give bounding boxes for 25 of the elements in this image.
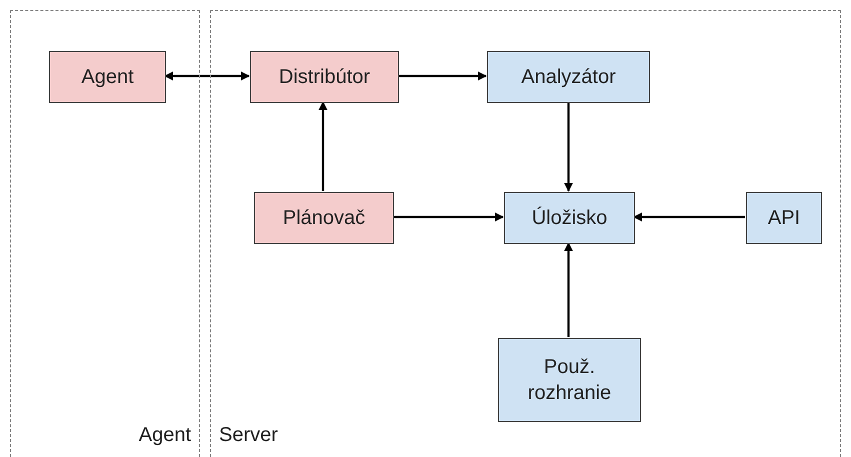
component-label: Úložisko — [532, 206, 608, 231]
component-label: Použ. rozhranie — [526, 355, 612, 406]
arrow — [398, 72, 487, 80]
component-box — [49, 51, 166, 103]
component-box — [504, 192, 635, 244]
arrow — [564, 102, 573, 192]
component-label: Plánovač — [282, 206, 366, 231]
component-box — [254, 192, 394, 244]
arrow — [164, 72, 250, 80]
component-box — [250, 51, 399, 103]
component-box — [487, 51, 650, 103]
arrow — [393, 212, 504, 222]
group-label: Agent — [138, 424, 191, 447]
group-frame — [210, 10, 841, 457]
arrow — [564, 242, 573, 337]
component-label: Agent — [81, 65, 134, 90]
arrow — [318, 101, 328, 191]
component-box — [746, 192, 822, 244]
component-label: Analyzátor — [521, 65, 616, 90]
group-label: Server — [219, 424, 278, 447]
arrow — [633, 212, 745, 222]
component-label: API — [768, 206, 800, 231]
group-frame — [10, 10, 200, 457]
component-box — [498, 338, 641, 422]
component-label: Distribútor — [278, 65, 370, 90]
